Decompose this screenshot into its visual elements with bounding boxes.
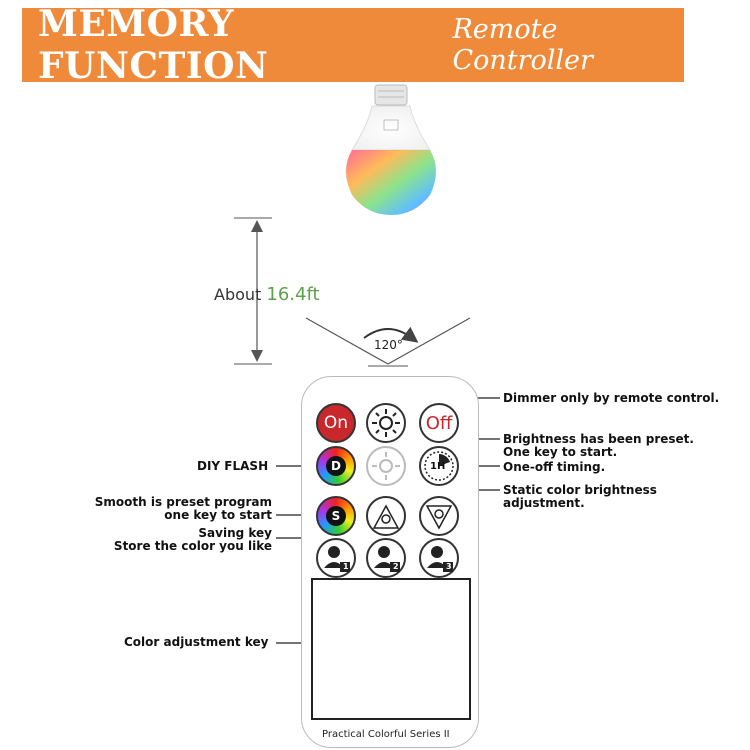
distance-prefix: About [214, 285, 262, 304]
distance-value: 16.4ft [266, 284, 320, 305]
label-saving-1: Saving key [198, 526, 272, 540]
angle-label: 120° [374, 338, 403, 352]
label-brightness-2: One key to start. [503, 445, 618, 459]
header-banner: MEMORY FUNCTION Remote Controller [22, 3, 684, 87]
user-save-icon [427, 546, 453, 572]
on-label: On [323, 413, 349, 433]
label-color-adjustment: Color adjustment key [124, 635, 269, 649]
angle-indicator [305, 317, 471, 367]
dim-sun-icon [372, 452, 400, 480]
timer-label: 1H [430, 461, 446, 472]
save-key-3[interactable]: 3 [419, 538, 459, 578]
brightness-up-button[interactable] [419, 496, 459, 536]
light-bulb-icon [346, 84, 436, 215]
label-brightness-1: Brightness has been preset. [503, 432, 694, 446]
save-key-1[interactable]: 1 [316, 538, 356, 578]
off-button[interactable]: Off [419, 403, 459, 443]
distance-arrow [234, 217, 272, 365]
save-key-2-number: 2 [393, 562, 399, 571]
diy-flash-button[interactable]: D [316, 446, 356, 486]
banner-title: MEMORY FUNCTION [38, 3, 269, 87]
label-static-2: adjustment. [503, 496, 585, 510]
brightness-up-icon [425, 505, 453, 530]
label-smooth-2: one key to start [164, 508, 272, 522]
brightness-down-button[interactable] [366, 496, 406, 536]
banner-subtitle: Remote Controller [452, 14, 593, 76]
label-diy: DIY FLASH [197, 459, 269, 473]
label-saving-2: Store the color you like [113, 539, 272, 553]
brightness-preset-button[interactable] [366, 446, 406, 486]
label-static-1: Static color brightness [503, 483, 657, 497]
on-button[interactable]: On [316, 403, 356, 443]
smooth-button[interactable]: S [316, 496, 356, 536]
diy-letter: D [326, 456, 346, 476]
save-key-3-number: 3 [446, 562, 452, 571]
save-key-2[interactable]: 2 [366, 538, 406, 578]
clock-icon [424, 451, 454, 481]
timer-button[interactable]: 1H [419, 446, 459, 486]
save-key-1-number: 1 [343, 562, 349, 571]
sun-icon [372, 409, 400, 437]
user-save-icon [324, 546, 350, 572]
brightness-down-icon [372, 504, 400, 529]
remote-series-label: Practical Colorful Series II [322, 729, 450, 740]
distance-text: About 16.4ft [214, 284, 320, 305]
label-timing: One-off timing. [503, 460, 606, 474]
label-smooth-1: Smooth is preset program [94, 495, 272, 509]
smooth-letter: S [326, 506, 346, 526]
user-save-icon [374, 546, 400, 572]
label-dimmer: Dimmer only by remote control. [503, 391, 720, 405]
dimmer-button[interactable] [366, 403, 406, 443]
color-keys-frame [311, 578, 471, 720]
off-label: Off [425, 412, 453, 434]
